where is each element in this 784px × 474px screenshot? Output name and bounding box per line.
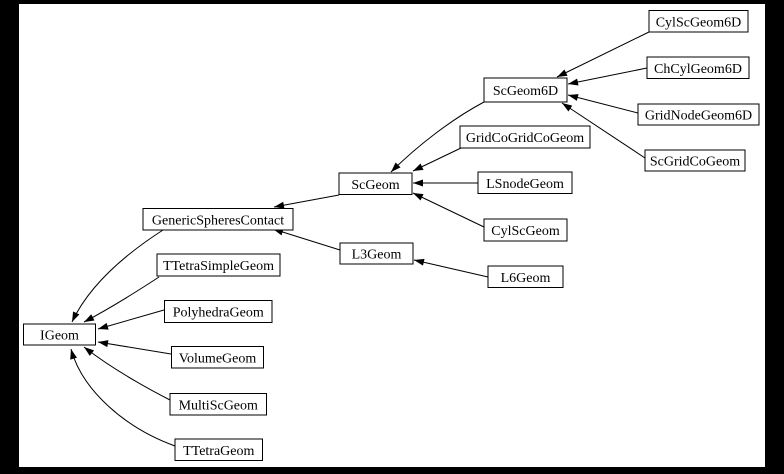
arrowhead-GenericSpheresContact-to-IGeom — [72, 311, 80, 322]
class-node-ScGeom6D — [483, 77, 568, 103]
class-label-IGeom: IGeom — [40, 329, 79, 344]
arrowhead-PolyhedraGeom-to-IGeom — [98, 322, 109, 330]
arrowhead-ScGeom-to-GenericSpheresContact — [274, 201, 285, 209]
class-label-GenericSpheresContact: GenericSpheresContact — [152, 213, 284, 228]
arrowhead-GridNodeGeom6D-to-ScGeom6D — [568, 94, 579, 101]
diagram-canvas — [19, 4, 765, 467]
arrowhead-LSnodeGeom-to-ScGeom — [413, 179, 423, 187]
class-node-IGeom — [23, 323, 96, 346]
edge-GenericSpheresContact-to-IGeom — [71, 229, 164, 323]
class-label-VolumeGeom: VolumeGeom — [179, 351, 257, 366]
class-label-ScGeom: ScGeom — [351, 178, 399, 193]
class-label-CylScGeom: CylScGeom — [491, 224, 560, 239]
edge-ScGeom6D-to-ScGeom — [390, 101, 485, 173]
class-node-L3Geom — [339, 242, 414, 265]
class-label-ScGeom6D: ScGeom6D — [493, 84, 558, 99]
edge-L3Geom-to-GenericSpheresContact — [272, 228, 341, 251]
edge-VolumeGeom-to-IGeom — [97, 341, 172, 355]
edge-ScGridCoGeom-to-ScGeom6D — [561, 102, 646, 159]
class-label-ScGridCoGeom: ScGridCoGeom — [650, 155, 740, 170]
class-label-ChCylGeom6D: ChCylGeom6D — [654, 62, 742, 77]
class-node-VolumeGeom — [171, 346, 264, 369]
edge-CylScGeom-to-ScGeom — [412, 192, 485, 228]
class-node-ChCylGeom6D — [646, 56, 750, 79]
arrowhead-ScGeom6D-to-ScGeom — [391, 162, 401, 172]
arrowhead-CylScGeom-to-ScGeom — [413, 193, 424, 201]
arrowhead-MultiScGeom-to-IGeom — [84, 347, 95, 356]
class-label-L6Geom: L6Geom — [501, 271, 551, 286]
arrowhead-ChCylGeom6D-to-ScGeom6D — [568, 78, 579, 86]
class-node-LSnodeGeom — [477, 171, 573, 194]
class-node-MultiScGeom — [169, 393, 267, 416]
arrowhead-GridCoGridCoGeom-to-ScGeom — [413, 163, 424, 171]
class-label-GridNodeGeom6D: GridNodeGeom6D — [645, 109, 752, 124]
edge-L6Geom-to-L3Geom — [413, 259, 489, 278]
class-label-PolyhedraGeom: PolyhedraGeom — [173, 306, 264, 321]
edge-ChCylGeom6D-to-ScGeom6D — [567, 67, 648, 85]
class-node-GridNodeGeom6D — [637, 103, 760, 126]
arrowhead-ScGridCoGeom-to-ScGeom6D — [562, 103, 573, 112]
class-label-TTetraSimpleGeom: TTetraSimpleGeom — [163, 259, 274, 274]
class-node-GenericSpheresContact — [142, 208, 294, 231]
class-node-PolyhedraGeom — [164, 300, 273, 323]
class-node-TTetraGeom — [174, 438, 263, 461]
class-label-GridCoGridCoGeom: GridCoGridCoGeom — [466, 131, 584, 146]
arrowhead-VolumeGeom-to-IGeom — [98, 340, 109, 348]
class-node-ScGridCoGeom — [644, 149, 746, 172]
class-label-LSnodeGeom: LSnodeGeom — [486, 177, 564, 192]
arrowhead-L6Geom-to-L3Geom — [414, 258, 425, 266]
edge-GridNodeGeom6D-to-ScGeom6D — [567, 94, 639, 114]
class-node-CylScGeom6D — [648, 10, 749, 33]
arrowhead-TTetraSimpleGeom-to-IGeom — [84, 314, 95, 322]
class-node-CylScGeom — [483, 218, 568, 242]
edge-PolyhedraGeom-to-IGeom — [97, 309, 165, 330]
edge-CylScGeom6D-to-ScGeom6D — [556, 31, 650, 78]
arrowhead-TTetraGeom-to-IGeom — [70, 349, 77, 360]
class-label-CylScGeom6D: CylScGeom6D — [656, 15, 742, 30]
class-node-L6Geom — [487, 265, 564, 288]
class-label-MultiScGeom: MultiScGeom — [179, 398, 258, 413]
class-node-GridCoGridCoGeom — [459, 125, 591, 149]
class-label-TTetraGeom: TTetraGeom — [183, 444, 254, 459]
edge-TTetraGeom-to-IGeom — [70, 348, 176, 447]
class-label-L3Geom: L3Geom — [352, 248, 402, 263]
class-node-TTetraSimpleGeom — [156, 253, 281, 277]
edge-ScGeom-to-GenericSpheresContact — [273, 194, 340, 208]
class-node-ScGeom — [338, 172, 413, 195]
arrowhead-CylScGeom6D-to-ScGeom6D — [557, 69, 568, 77]
